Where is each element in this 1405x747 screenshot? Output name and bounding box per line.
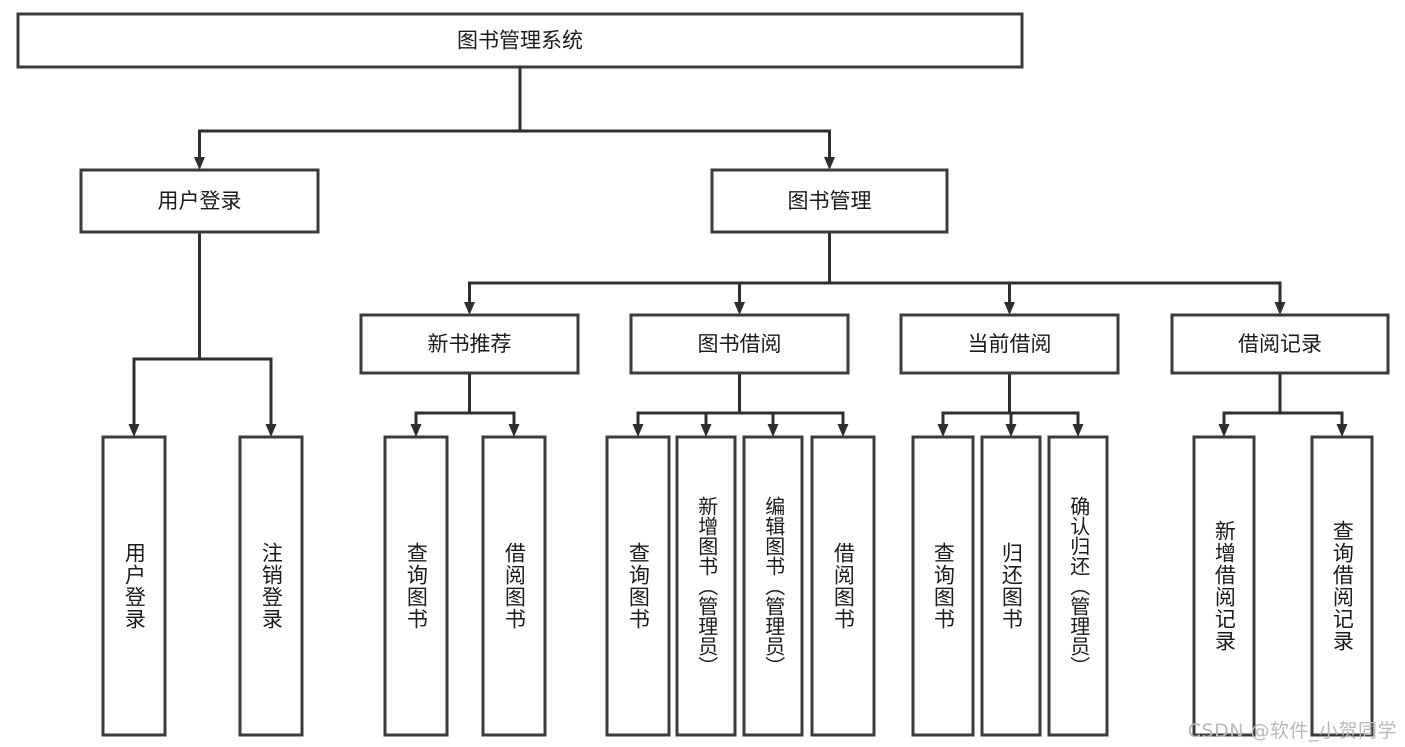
arrow-head-icon: [837, 424, 849, 437]
arrow-head-icon: [1274, 302, 1286, 315]
node-current-borrow[interactable]: [899, 313, 1120, 375]
node-box-leaf-query-borrow-record[interactable]: [1310, 435, 1374, 737]
arrow-head-icon: [508, 424, 520, 437]
arrow-head-icon: [194, 157, 205, 170]
node-book-management[interactable]: [710, 168, 949, 234]
node-label-current-borrow: 当前借阅: [968, 332, 1052, 356]
arrow-head-icon: [410, 424, 422, 437]
node-box-borrow-record[interactable]: [1170, 313, 1390, 375]
arrow-head-icon: [767, 424, 779, 437]
node-borrow-record[interactable]: [1170, 313, 1390, 375]
node-box-book-management[interactable]: [710, 168, 949, 234]
node-leaf-edit-book[interactable]: [742, 435, 804, 737]
node-leaf-user-login[interactable]: [101, 435, 167, 737]
node-leaf-query-book-recommend[interactable]: [383, 435, 449, 737]
arrow-head-icon: [128, 424, 140, 437]
arrow-head-icon: [937, 424, 949, 437]
node-leaf-add-borrow-record[interactable]: [1192, 435, 1256, 737]
node-label-new-book-recommend: 新书推荐: [428, 332, 512, 356]
node-new-book-recommend[interactable]: [359, 313, 580, 375]
node-box-leaf-confirm-return[interactable]: [1047, 435, 1109, 737]
watermark-text: CSDN @软件_小贺同学: [1187, 720, 1397, 742]
node-box-book-borrow[interactable]: [629, 313, 850, 375]
node-leaf-query-book-borrow[interactable]: [605, 435, 671, 737]
node-box-leaf-edit-book[interactable]: [742, 435, 804, 737]
arrow-head-icon: [824, 157, 835, 170]
node-root[interactable]: [16, 12, 1024, 69]
arrow-head-icon: [700, 424, 712, 437]
node-box-leaf-add-book[interactable]: [675, 435, 737, 737]
node-box-leaf-query-book-borrow[interactable]: [605, 435, 671, 737]
arrow-head-icon: [632, 424, 644, 437]
node-leaf-borrow-book[interactable]: [810, 435, 876, 737]
arrow-head-icon: [1218, 424, 1230, 437]
node-box-root[interactable]: [16, 12, 1024, 69]
node-user-login[interactable]: [79, 168, 320, 234]
node-leaf-query-book-current[interactable]: [911, 435, 975, 737]
node-label-user-login: 用户登录: [158, 189, 242, 213]
node-box-leaf-return-book[interactable]: [980, 435, 1042, 737]
node-box-user-login[interactable]: [79, 168, 320, 234]
node-box-leaf-logout[interactable]: [238, 435, 304, 737]
connector-layer: [128, 65, 1348, 437]
node-box-current-borrow[interactable]: [899, 313, 1120, 375]
node-label-book-management: 图书管理: [788, 189, 872, 213]
node-leaf-query-borrow-record[interactable]: [1310, 435, 1374, 737]
node-leaf-add-book[interactable]: [675, 435, 737, 737]
arrow-head-icon: [1005, 424, 1017, 437]
arrow-head-icon: [1004, 302, 1015, 315]
arrow-head-icon: [464, 302, 475, 315]
arrow-head-icon: [734, 302, 745, 315]
node-box-leaf-borrow-book-recommend[interactable]: [481, 435, 547, 737]
node-leaf-logout[interactable]: [238, 435, 304, 737]
node-layer: [16, 12, 1390, 737]
node-box-leaf-query-book-current[interactable]: [911, 435, 975, 737]
node-leaf-return-book[interactable]: [980, 435, 1042, 737]
arrow-head-icon: [265, 424, 277, 437]
node-box-leaf-user-login[interactable]: [101, 435, 167, 737]
node-label-book-borrow: 图书借阅: [698, 332, 782, 356]
arrow-head-icon: [1072, 424, 1084, 437]
node-box-leaf-query-book-recommend[interactable]: [383, 435, 449, 737]
node-box-leaf-add-borrow-record[interactable]: [1192, 435, 1256, 737]
node-label-root: 图书管理系统: [457, 29, 583, 53]
node-leaf-confirm-return[interactable]: [1047, 435, 1109, 737]
node-label-borrow-record: 借阅记录: [1238, 332, 1322, 356]
node-leaf-borrow-book-recommend[interactable]: [481, 435, 547, 737]
arrow-head-icon: [1336, 424, 1348, 437]
node-book-borrow[interactable]: [629, 313, 850, 375]
node-box-new-book-recommend[interactable]: [359, 313, 580, 375]
node-box-leaf-borrow-book[interactable]: [810, 435, 876, 737]
